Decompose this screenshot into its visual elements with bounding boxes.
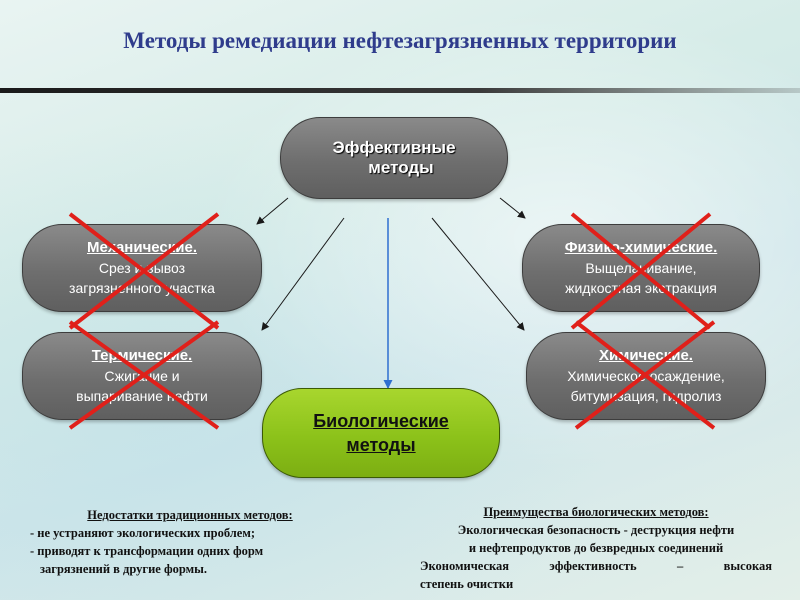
node-biological-line1: Биологические (313, 411, 449, 431)
node-biological: Биологические методы (262, 388, 500, 478)
page-title: Методы ремедиации нефтезагрязненных терр… (123, 28, 677, 53)
node-effective-methods: Эффективные методы (280, 117, 508, 199)
advantages-line: и нефтепродуктов до безвредных соединени… (468, 541, 724, 555)
advantages-heading: Преимущества биологических методов: (483, 505, 709, 519)
node-physchem-desc2: жидкостная экстракция (565, 280, 717, 296)
arrow-to-thermal (261, 217, 345, 331)
advantages-line: Экономическая эффективность – высокая (420, 559, 772, 573)
disadvantages-line: - не устраняют экологических проблем; (30, 526, 256, 540)
node-effective-line1: Эффективные (332, 138, 456, 157)
disadvantages-heading: Недостатки традиционных методов: (87, 508, 293, 522)
arrow-to-physchem (499, 197, 526, 219)
title-divider (0, 88, 800, 93)
cross-mark-mechanical (68, 212, 220, 330)
node-physchem: Физико-химические. Выщелачивание, жидкос… (522, 224, 760, 312)
node-biological-line2: методы (346, 435, 416, 455)
node-effective-line2: методы (368, 158, 434, 177)
advantages-line: Экологическая безопасность - деструкция … (457, 523, 735, 537)
disadvantages-line: - приводят к трансформации одних форм (30, 544, 264, 558)
advantages-line: степень очистки (420, 577, 514, 591)
node-chemical-desc2: битумизация, гидролиз (570, 388, 722, 404)
cross-mark-physchem (570, 212, 712, 330)
node-physchem-head: Физико-химические. (564, 239, 718, 256)
arrow-to-mechanical (256, 197, 289, 225)
arrow-to-chemical (431, 217, 525, 331)
node-mechanical-desc2: загрязненного участка (69, 280, 215, 296)
node-physchem-desc1: Выщелачивание, (585, 260, 697, 276)
disadvantages-line: загрязнений в другие формы. (40, 562, 208, 576)
disadvantages-note: Недостатки традиционных методов: - не ус… (30, 506, 330, 578)
advantages-note: Преимущества биологических методов: Экол… (420, 503, 772, 593)
cross-mark-thermal (68, 320, 220, 430)
cross-mark-chemical (574, 320, 716, 430)
node-thermal: Термические. Сжигание и выпаривание нефт… (22, 332, 262, 420)
